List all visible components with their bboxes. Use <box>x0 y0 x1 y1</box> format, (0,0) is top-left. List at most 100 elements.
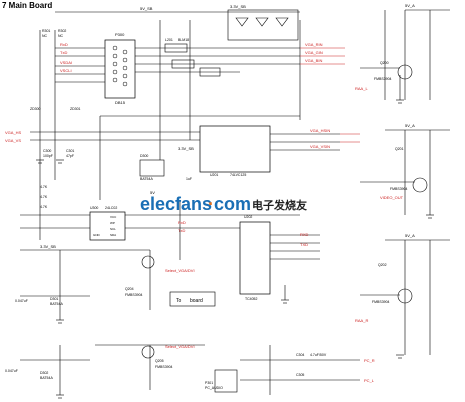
eeprom-pin-sda: SDA <box>110 233 116 237</box>
diode-d301-part: BAT54A <box>50 302 63 306</box>
watermark-dot: · <box>208 194 214 214</box>
watermark: elecfans · com 电子发烧友 <box>140 194 307 214</box>
signal-vga-g: VGA_GIN <box>305 50 323 55</box>
resistor-r302-val: NC <box>58 34 64 38</box>
signal-video-out: VIDEO_OUT <box>380 195 404 200</box>
signal-vga-vs: VGA_VS <box>5 138 21 143</box>
watermark-suffix: com <box>214 194 251 214</box>
red-signal-wires <box>300 47 360 143</box>
cap-0047-1: 0.047uF <box>15 299 28 303</box>
signal-select-vga: Select_VGA/DVI <box>165 268 195 273</box>
zener-zd301: ZD301 <box>70 107 81 111</box>
cap-c300-val: 100pF <box>43 154 53 158</box>
pc-audio-label: PC_AUDIO <box>205 386 223 390</box>
transistor-q200-part: FMBS3904 <box>374 77 392 81</box>
signal-pc-l: PC_L <box>364 378 375 383</box>
pc-audio-ref: P301 <box>205 381 213 385</box>
diode-array-top <box>227 9 299 41</box>
eeprom-part: 24LC02 <box>105 206 117 210</box>
transistor-q201-part: FMBS3904 <box>390 187 408 191</box>
diode-d302-part: BAT54A <box>40 376 53 380</box>
cap-1uf: 1uF <box>186 177 192 181</box>
signal-rxd-top: RxD <box>60 42 68 47</box>
to-board-box <box>169 291 216 307</box>
signal-vga-r: VGA_RIN <box>305 42 323 47</box>
resistor-r302: R302 <box>58 29 66 33</box>
power-5va-3: 5V_A <box>405 233 415 238</box>
power-5va-2: 5V_A <box>405 123 415 128</box>
switch-ic-u201 <box>199 125 271 173</box>
signal-vga-scl: VSCLI <box>60 68 72 73</box>
resistor-r301-val: NC <box>42 34 48 38</box>
cap-c300: C300 <box>43 149 51 153</box>
transistor-q202: Q202 <box>378 263 387 267</box>
eeprom-pin-gnd: GND <box>93 233 101 237</box>
diode-d302: D302 <box>40 371 48 375</box>
diode-d300: D300 <box>140 154 148 158</box>
signal-vga-b: VGA_BIN <box>305 58 322 63</box>
signal-rxd-mux: RXD <box>300 232 309 237</box>
eeprom-pin-scl: SCL <box>110 227 116 231</box>
vga-connector-label: P300 <box>115 32 125 37</box>
eeprom-ref: U300 <box>90 206 98 210</box>
signal-pc-r: PC_R <box>364 358 375 363</box>
to-label: To <box>176 298 182 304</box>
transistor-q204: Q204 <box>125 287 134 291</box>
power-5v: 5V <box>150 190 155 195</box>
mux-part: TC4052 <box>245 297 258 301</box>
ground-symbols <box>36 99 434 399</box>
transistor-q204-part: FMBS3904 <box>125 293 143 297</box>
watermark-brand: elecfans <box>140 194 212 214</box>
signal-vga-vsin: VGA_VSIN <box>310 144 330 149</box>
eeprom-pin-vcc: VCC <box>110 215 117 219</box>
transistor-q201: Q201 <box>395 147 404 151</box>
signal-txd-top: TxD <box>60 50 67 55</box>
power-3v3-mid: 3.3V_SB <box>178 146 194 151</box>
board-label: board <box>190 298 203 304</box>
eeprom-ic-u300 <box>89 211 126 241</box>
vga-connector-part: DB15 <box>115 100 126 105</box>
eeprom-pin-wp: WP <box>110 221 115 225</box>
cap-c301-val: 47pF <box>66 154 74 158</box>
mux-ic-u202 <box>239 221 271 295</box>
vga-connector <box>104 39 136 99</box>
resistor-4k7-3: 4.7K <box>40 205 48 209</box>
switch-ic-ref: U201 <box>210 173 218 177</box>
cap-c301: C301 <box>66 149 74 153</box>
ferrite-beads <box>164 43 221 77</box>
switch-ic-part: 74LVC125 <box>230 173 246 177</box>
pc-audio-connector <box>214 369 238 393</box>
power-3v3-low: 3.3V_SB <box>40 244 56 249</box>
signal-vga-hs: VGA_HS <box>5 130 22 135</box>
signal-select-vga-2: Select_VGA/DVI <box>165 344 195 349</box>
transistor-symbols <box>141 64 428 359</box>
resistor-4k7-2: 4.7K <box>40 195 48 199</box>
diode-d301: D301 <box>50 297 58 301</box>
cap-c305: C305 <box>296 373 304 377</box>
signal-raa: RAA_L <box>355 86 368 91</box>
zener-zd300: ZD300 <box>30 107 41 111</box>
signal-vga-hsin: VGA_HSIN <box>310 128 330 133</box>
signal-rxd-mid: RxD <box>178 220 186 225</box>
cap-audio-val: 4.7uF/50V <box>310 353 327 357</box>
transistor-q205: Q205 <box>155 359 164 363</box>
transistor-q205-part: FMBS3904 <box>155 365 173 369</box>
mux-ref: U202 <box>244 215 252 219</box>
wire-layer <box>20 9 450 395</box>
diode-d300-part: BAT54A <box>140 177 153 181</box>
cap-0047-2: 0.047uF <box>5 369 18 373</box>
cap-c304: C304 <box>296 353 304 357</box>
power-5va-1: 5V_A <box>405 3 415 8</box>
signal-vga-sda: VSDAI <box>60 60 72 65</box>
dual-diode-ic <box>139 159 165 177</box>
ferrite-l201: L201 <box>165 38 173 42</box>
transistor-q202-part: FMBS3904 <box>372 300 390 304</box>
transistor-q200: Q200 <box>380 61 389 65</box>
signal-txd-mux: TXD <box>300 242 308 247</box>
resistor-4k7-1: 4.7K <box>40 185 48 189</box>
power-3v3-top: 3.3V_SB <box>230 4 246 9</box>
watermark-chinese: 电子发烧友 <box>252 198 307 212</box>
signal-txd-mid: TxD <box>178 228 185 233</box>
page-title: 7 Main Board <box>2 1 52 10</box>
